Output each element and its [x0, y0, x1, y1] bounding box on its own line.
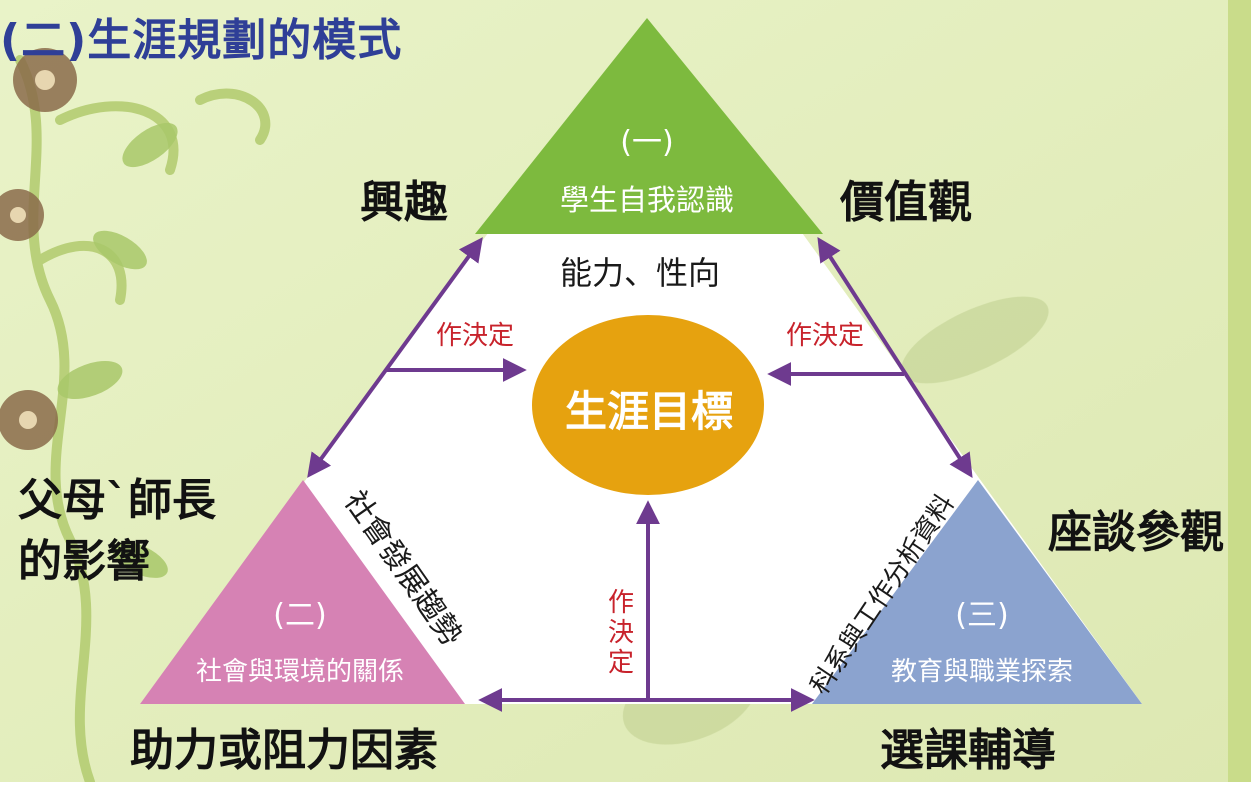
parents-label-line2: 的影響: [18, 536, 150, 587]
goal-circle: [532, 315, 764, 495]
right-triangle-number: (三): [955, 598, 1009, 633]
decide-label-left: 作決定: [436, 321, 515, 351]
left-side-arrow: [307, 237, 483, 478]
right-triangle: [812, 480, 1142, 704]
page-title: (二)生涯規劃的模式: [0, 15, 403, 66]
course-label: 選課輔導: [880, 725, 1056, 776]
decide-label-right: 作決定: [786, 321, 865, 351]
parents-label-line1: 父母`師長: [18, 475, 216, 526]
left-triangle-name: 社會與環境的關係: [195, 657, 404, 687]
right-triangle-name: 教育與職業探索: [890, 657, 1073, 687]
flower-decoration: [0, 48, 77, 450]
top-triangle-name: 學生自我認識: [559, 183, 734, 217]
factors-label: 助力或阻力因素: [130, 725, 438, 776]
left-triangle-number: (二): [273, 598, 327, 633]
right-edge-strip: [1228, 0, 1251, 782]
arrows: [307, 236, 973, 712]
left-triangle: [140, 480, 465, 704]
values-label: 價值觀: [840, 177, 972, 228]
goal-label: 生涯目標: [565, 387, 734, 436]
talks-label: 座談參觀: [1048, 507, 1224, 558]
top-triangle-number: (一): [620, 125, 674, 160]
top-triangle: [475, 18, 823, 234]
ability-label: 能力、性向: [560, 254, 721, 292]
decide-label-bottom: 作決定: [607, 588, 634, 678]
right-side-arrow: [817, 236, 973, 479]
interest-label: 興趣: [360, 177, 448, 228]
leaf-decoration: [57, 122, 178, 578]
vine-decoration: [15, 55, 271, 786]
